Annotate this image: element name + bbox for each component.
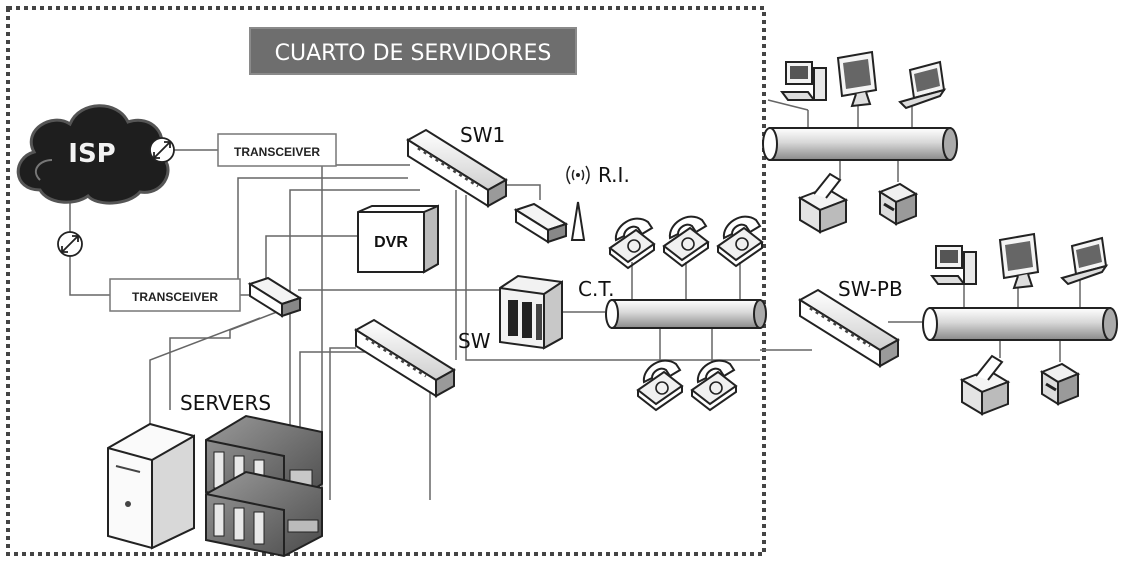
desktop-icon xyxy=(931,245,977,285)
transceiver-top: TRANSCEIVER xyxy=(217,133,337,167)
transceiver-top-label: TRANSCEIVER xyxy=(234,145,320,159)
phone-icon xyxy=(637,359,683,411)
router-icon xyxy=(249,277,301,317)
connection-lines xyxy=(69,99,1081,500)
printer-icon xyxy=(799,173,847,233)
transceiver-bottom-label: TRANSCEIVER xyxy=(132,290,218,304)
laptop-icon xyxy=(899,61,945,109)
phone-icon xyxy=(691,359,737,411)
dvr-label: DVR xyxy=(374,234,408,251)
ri-label: R.I. xyxy=(598,163,630,187)
title-banner: CUARTO DE SERVIDORES xyxy=(249,27,577,75)
printer-icon xyxy=(1040,362,1080,406)
monitor-icon xyxy=(999,233,1039,289)
switch-icon xyxy=(354,318,456,398)
ct-bus-icon xyxy=(605,299,767,329)
lan-top-bus-icon xyxy=(762,127,958,161)
antenna-icon xyxy=(566,165,590,241)
sw-label: SW xyxy=(458,329,491,353)
phone-icon xyxy=(717,215,763,267)
monitor-icon xyxy=(837,51,877,107)
pbx-icon xyxy=(499,274,563,350)
page-title: CUARTO DE SERVIDORES xyxy=(275,41,552,66)
desktop-icon xyxy=(781,61,827,101)
media-converter-icon xyxy=(57,231,83,257)
media-converter-icon xyxy=(149,137,175,163)
server-tower-icon xyxy=(107,422,195,550)
ct-label: C.T. xyxy=(578,277,615,301)
phone-icon xyxy=(663,215,709,267)
lan-bottom-bus-icon xyxy=(922,307,1118,341)
printer-icon xyxy=(961,355,1009,415)
rack-server-icon xyxy=(205,470,323,558)
printer-icon xyxy=(878,182,918,226)
router-icon xyxy=(515,203,567,243)
phone-icon xyxy=(609,217,655,269)
isp-label: ISP xyxy=(68,139,115,169)
laptop-icon xyxy=(1061,237,1107,285)
sw1-label: SW1 xyxy=(460,123,505,147)
dvr-device: DVR xyxy=(357,204,439,274)
sw-pb-label: SW-PB xyxy=(838,277,903,301)
server-room-border xyxy=(6,6,766,556)
servers-label: SERVERS xyxy=(180,391,271,415)
isp-cloud-icon: ISP xyxy=(16,104,170,205)
transceiver-bottom: TRANSCEIVER xyxy=(109,278,241,312)
switch-icon xyxy=(798,288,900,368)
